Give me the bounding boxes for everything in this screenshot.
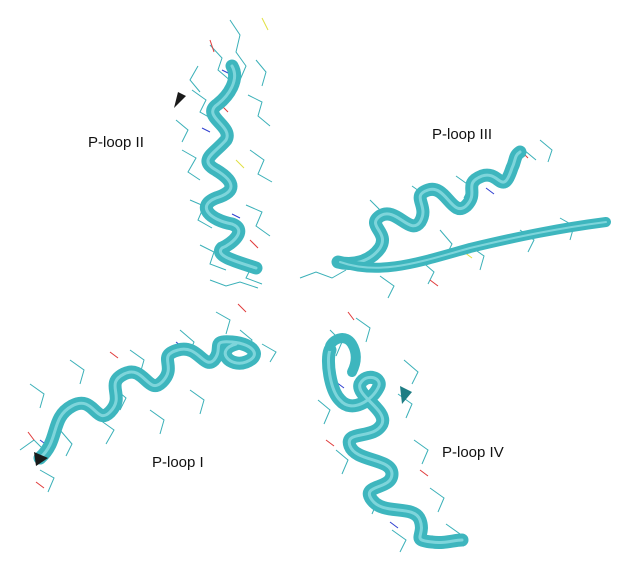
- p-loop-3-side-chains: [300, 140, 574, 298]
- p-loop-4-label: P-loop IV: [442, 444, 504, 461]
- p-loop-4-side-chains: [318, 312, 464, 552]
- p-loop-4-structure: [318, 312, 464, 552]
- p-loop-1-structure: [20, 304, 276, 492]
- p-loop-3-label: P-loop III: [432, 126, 492, 143]
- p-loop-1-label: P-loop I: [152, 454, 204, 471]
- p-loop-3-structure: [300, 140, 606, 298]
- p-loop-1-ribbon: [40, 342, 254, 458]
- p-loop-2-structure: [174, 18, 272, 288]
- p-loop-2-label: P-loop II: [88, 134, 144, 151]
- p-loop-1-side-chains: [20, 304, 276, 492]
